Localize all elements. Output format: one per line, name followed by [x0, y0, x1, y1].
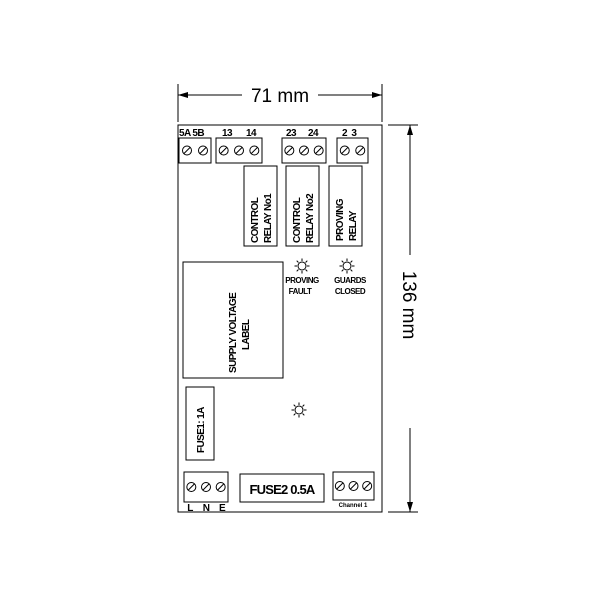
- relay1-line1: CONTROL: [250, 197, 261, 243]
- width-dimension: 71 mm: [177, 84, 383, 122]
- screw-icon: [284, 145, 295, 156]
- screw-icon: [362, 481, 373, 491]
- terminal-label-n: N: [203, 503, 210, 514]
- relay1-line2: RELAY No1: [263, 193, 274, 243]
- terminal-label-e: E: [219, 503, 226, 514]
- terminal-block: [336, 137, 369, 164]
- terminal-block: [332, 471, 375, 501]
- screw-icon: [201, 482, 211, 492]
- led2-line2: CLOSED: [335, 287, 366, 296]
- led1-line2: FAULT: [289, 287, 312, 296]
- relay3-line2: RELAY: [348, 210, 359, 241]
- screw-icon: [215, 482, 226, 492]
- fuse2-label: FUSE2 0.5A: [250, 482, 316, 497]
- terminal-label-2-3: 2 3: [342, 128, 357, 139]
- height-dimension: 136 mm: [388, 124, 419, 513]
- screw-icon: [339, 145, 350, 156]
- terminal-block: [281, 137, 327, 164]
- relay2-line2: RELAY No2: [305, 193, 316, 243]
- terminal-block: [215, 137, 263, 164]
- control-relay-2: [285, 165, 320, 247]
- screw-icon: [348, 481, 359, 491]
- width-label: 71 mm: [251, 86, 309, 107]
- terminal-label-14: 14: [246, 128, 257, 139]
- terminal-label-l: L: [187, 503, 193, 514]
- channel-label: Channel 1: [339, 503, 368, 509]
- screw-icon: [234, 145, 244, 156]
- fuse2-box: [239, 473, 325, 503]
- guards-closed-led-icon: [339, 258, 355, 274]
- screw-icon: [334, 481, 345, 491]
- power-led-icon: [291, 402, 307, 418]
- height-label: 136 mm: [398, 271, 419, 340]
- terminal-blocks: [178, 137, 375, 503]
- terminal-label-23: 23: [286, 128, 297, 139]
- relay3-line1: PROVING: [335, 198, 346, 241]
- terminal-block: [183, 471, 229, 503]
- screw-icon: [198, 145, 208, 156]
- terminal-block: [178, 137, 212, 164]
- screw-icon: [299, 145, 309, 156]
- proving-relay: [328, 165, 363, 247]
- supply-label-line1: SUPPLY VOLTAGE: [228, 292, 239, 373]
- led2-line1: GUARDS: [334, 276, 367, 285]
- screw-icon: [186, 482, 197, 492]
- supply-voltage-label-area: [182, 261, 284, 379]
- terminal-label-13: 13: [222, 128, 233, 139]
- screw-icon: [313, 145, 324, 156]
- screw-icon: [218, 145, 229, 156]
- terminal-label-24: 24: [308, 128, 319, 139]
- led1-line1: PROVING: [285, 276, 319, 285]
- proving-fault-led-icon: [294, 258, 310, 274]
- relay2-line1: CONTROL: [292, 197, 303, 243]
- supply-label-line2: LABEL: [241, 319, 252, 350]
- screw-icon: [249, 145, 260, 156]
- fuse1-box: [185, 386, 215, 461]
- control-relay-1: [243, 165, 278, 247]
- screw-icon: [182, 145, 192, 156]
- fuse1-label: FUSE1: 1A: [196, 407, 207, 453]
- terminal-label-5a5b: 5A 5B: [179, 128, 204, 139]
- screw-icon: [355, 145, 366, 156]
